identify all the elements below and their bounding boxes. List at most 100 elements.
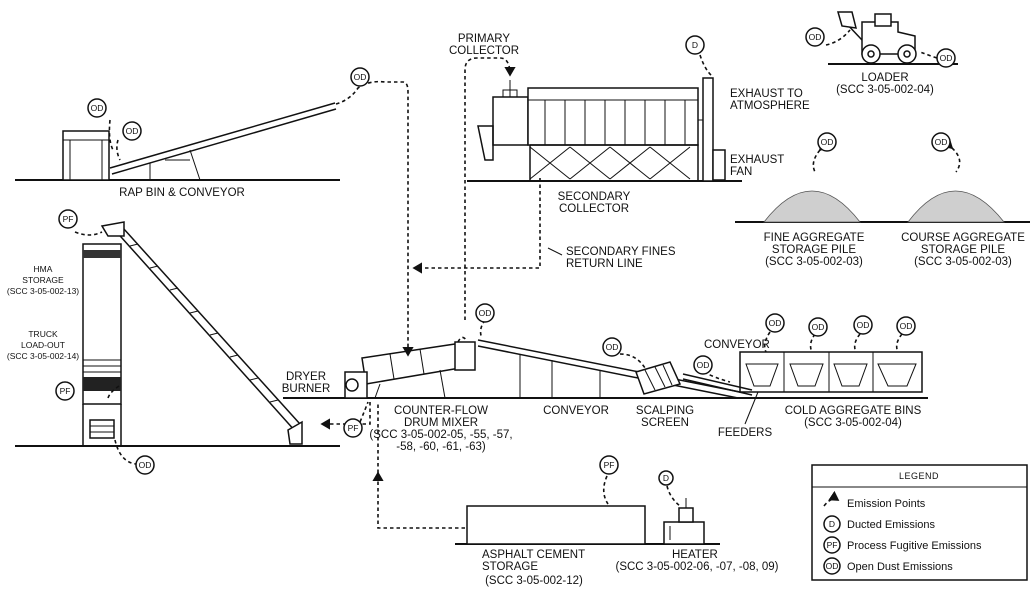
secondary-fines-return-line	[412, 178, 541, 274]
svg-text:PF: PF	[63, 214, 74, 224]
svg-text:(SCC 3-05-002-04): (SCC 3-05-002-04)	[836, 84, 934, 96]
badge-pf-silo-top: PF	[58, 209, 78, 229]
hma-storage-silo	[82, 243, 122, 446]
secondary-collector-unit	[527, 87, 699, 181]
badge-od-drum: OD	[475, 303, 495, 323]
legend-item-ducted: D Ducted Emissions	[823, 515, 936, 533]
svg-text:PF: PF	[604, 460, 615, 470]
svg-text:SECONDARY FINES: SECONDARY FINES	[566, 246, 676, 258]
bin1-od-emission-path	[763, 331, 771, 353]
label-scalping-screen: SCALPING SCREEN	[636, 405, 694, 429]
svg-text:OD: OD	[857, 320, 870, 330]
svg-text:STORAGE: STORAGE	[22, 275, 64, 285]
badge-d-heater: D	[658, 470, 674, 486]
cold-aggregate-bins	[682, 351, 923, 396]
silo-slat-conveyor	[100, 221, 303, 445]
legend: LEGEND Emission Points D Ducted Emission…	[811, 464, 1028, 581]
svg-text:SCALPING: SCALPING	[636, 405, 694, 417]
svg-text:COLLECTOR: COLLECTOR	[449, 45, 519, 57]
label-secondary-fines: SECONDARY FINES RETURN LINE	[547, 246, 676, 270]
label-hma-storage: HMA STORAGE (SCC 3-05-002-13)	[7, 264, 79, 296]
rap-bin-emission-path-2	[116, 139, 121, 161]
label-conveyor-right: CONVEYOR	[704, 339, 770, 351]
svg-text:D: D	[663, 473, 669, 483]
svg-text:Ducted Emissions: Ducted Emissions	[847, 519, 936, 531]
svg-text:(SCC 3-05-002-14): (SCC 3-05-002-14)	[7, 351, 79, 361]
svg-text:PRIMARY: PRIMARY	[458, 33, 511, 45]
label-secondary-collector: SECONDARY COLLECTOR	[558, 191, 631, 215]
label-loader: LOADER (SCC 3-05-002-04)	[836, 72, 934, 96]
asphalt-cement-tank	[466, 505, 646, 545]
label-course-pile: COURSE AGGREGATE STORAGE PILE (SCC 3-05-…	[901, 232, 1025, 268]
stack-emission-path	[699, 54, 713, 77]
badge-od-bin-3: OD	[853, 315, 873, 335]
svg-text:(SCC 3-05-002-12): (SCC 3-05-002-12)	[485, 575, 583, 587]
badge-od-course-pile: OD	[931, 132, 951, 152]
heater-d-emission-path	[666, 485, 681, 507]
svg-text:EXHAUST TO: EXHAUST TO	[730, 88, 803, 100]
badge-od-bin-4: OD	[896, 316, 916, 336]
svg-text:FAN: FAN	[730, 166, 752, 178]
rap-bin-emission-path	[108, 119, 114, 151]
svg-text:FEEDERS: FEEDERS	[718, 427, 773, 439]
course-aggregate-pile	[907, 190, 1005, 223]
svg-text:(SCC 3-05-002-04): (SCC 3-05-002-04)	[804, 417, 902, 429]
svg-text:FINE AGGREGATE: FINE AGGREGATE	[764, 232, 865, 244]
label-feeders: FEEDERS	[718, 391, 773, 439]
label-exhaust-fan: EXHAUST FAN	[730, 154, 784, 178]
svg-text:OD: OD	[769, 318, 782, 328]
svg-text:D: D	[829, 519, 835, 529]
badge-od-screen: OD	[602, 337, 622, 357]
label-fine-pile: FINE AGGREGATE STORAGE PILE (SCC 3-05-00…	[764, 232, 865, 268]
svg-text:LOADER: LOADER	[861, 72, 908, 84]
bin4-od-emission-path	[895, 333, 903, 353]
silo-pf-emission-path	[107, 385, 120, 399]
svg-text:DRYER: DRYER	[286, 371, 326, 383]
svg-text:OD: OD	[826, 561, 839, 571]
drum-to-silo-line	[320, 402, 371, 430]
svg-text:DRUM MIXER: DRUM MIXER	[404, 417, 478, 429]
label-drum-mixer: COUNTER-FLOW DRUM MIXER (SCC 3-05-002-05…	[369, 405, 512, 453]
badge-od-bin-1: OD	[765, 313, 785, 333]
screen-od-emission-path	[619, 353, 646, 369]
counter-flow-drum-mixer	[344, 341, 476, 399]
svg-text:OD: OD	[940, 53, 953, 63]
badge-od-rap-conveyor: OD	[350, 67, 370, 87]
drum-exhaust-connector	[457, 336, 467, 343]
label-truck-loadout: TRUCK LOAD-OUT (SCC 3-05-002-14)	[7, 329, 79, 361]
legend-title: LEGEND	[899, 471, 939, 481]
svg-text:EXHAUST: EXHAUST	[730, 154, 784, 166]
rap-bin-conveyor	[62, 102, 337, 181]
svg-text:D: D	[692, 40, 698, 50]
fine-pile-emission-path	[812, 140, 830, 173]
svg-text:OD: OD	[354, 72, 367, 82]
svg-text:Process Fugitive Emissions: Process Fugitive Emissions	[847, 540, 982, 552]
svg-text:COLD AGGREGATE BINS: COLD AGGREGATE BINS	[785, 405, 922, 417]
loader	[837, 11, 917, 64]
svg-text:OD: OD	[809, 32, 822, 42]
svg-text:OD: OD	[126, 126, 139, 136]
label-asphalt-storage: ASPHALT CEMENT STORAGE (SCC 3-05-002-12)	[482, 549, 585, 587]
legend-item-process-fugitive: PF Process Fugitive Emissions	[823, 536, 982, 554]
svg-text:OD: OD	[812, 322, 825, 332]
loader-emission-path-right	[919, 51, 938, 59]
truck-od-emission-path	[114, 439, 137, 465]
svg-text:OD: OD	[935, 137, 948, 147]
svg-text:OD: OD	[900, 321, 913, 331]
svg-text:(SCC 3-05-002-03): (SCC 3-05-002-03)	[765, 256, 863, 268]
course-pile-emission-path	[942, 138, 961, 173]
label-dryer-burner: DRYER BURNER	[282, 371, 331, 395]
svg-text:PF: PF	[827, 540, 838, 550]
svg-text:(SCC 3-05-002-13): (SCC 3-05-002-13)	[7, 286, 79, 296]
label-primary-collector: PRIMARY COLLECTOR	[449, 33, 519, 57]
loader-emission-path-left	[825, 29, 851, 46]
badge-od-conveyor: OD	[693, 355, 713, 375]
svg-text:OD: OD	[606, 342, 619, 352]
silo-top-pf-emission-path	[74, 231, 103, 236]
badge-d-stack: D	[685, 35, 705, 55]
label-exhaust-to-atmosphere: EXHAUST TO ATMOSPHERE	[730, 88, 810, 112]
svg-text:(SCC 3-05-002-05, -55, -57,: (SCC 3-05-002-05, -55, -57,	[369, 429, 512, 441]
badge-pf-loadout: PF	[55, 381, 75, 401]
label-rap-bin: RAP BIN & CONVEYOR	[119, 187, 245, 199]
badge-od-fine-pile: OD	[817, 132, 837, 152]
